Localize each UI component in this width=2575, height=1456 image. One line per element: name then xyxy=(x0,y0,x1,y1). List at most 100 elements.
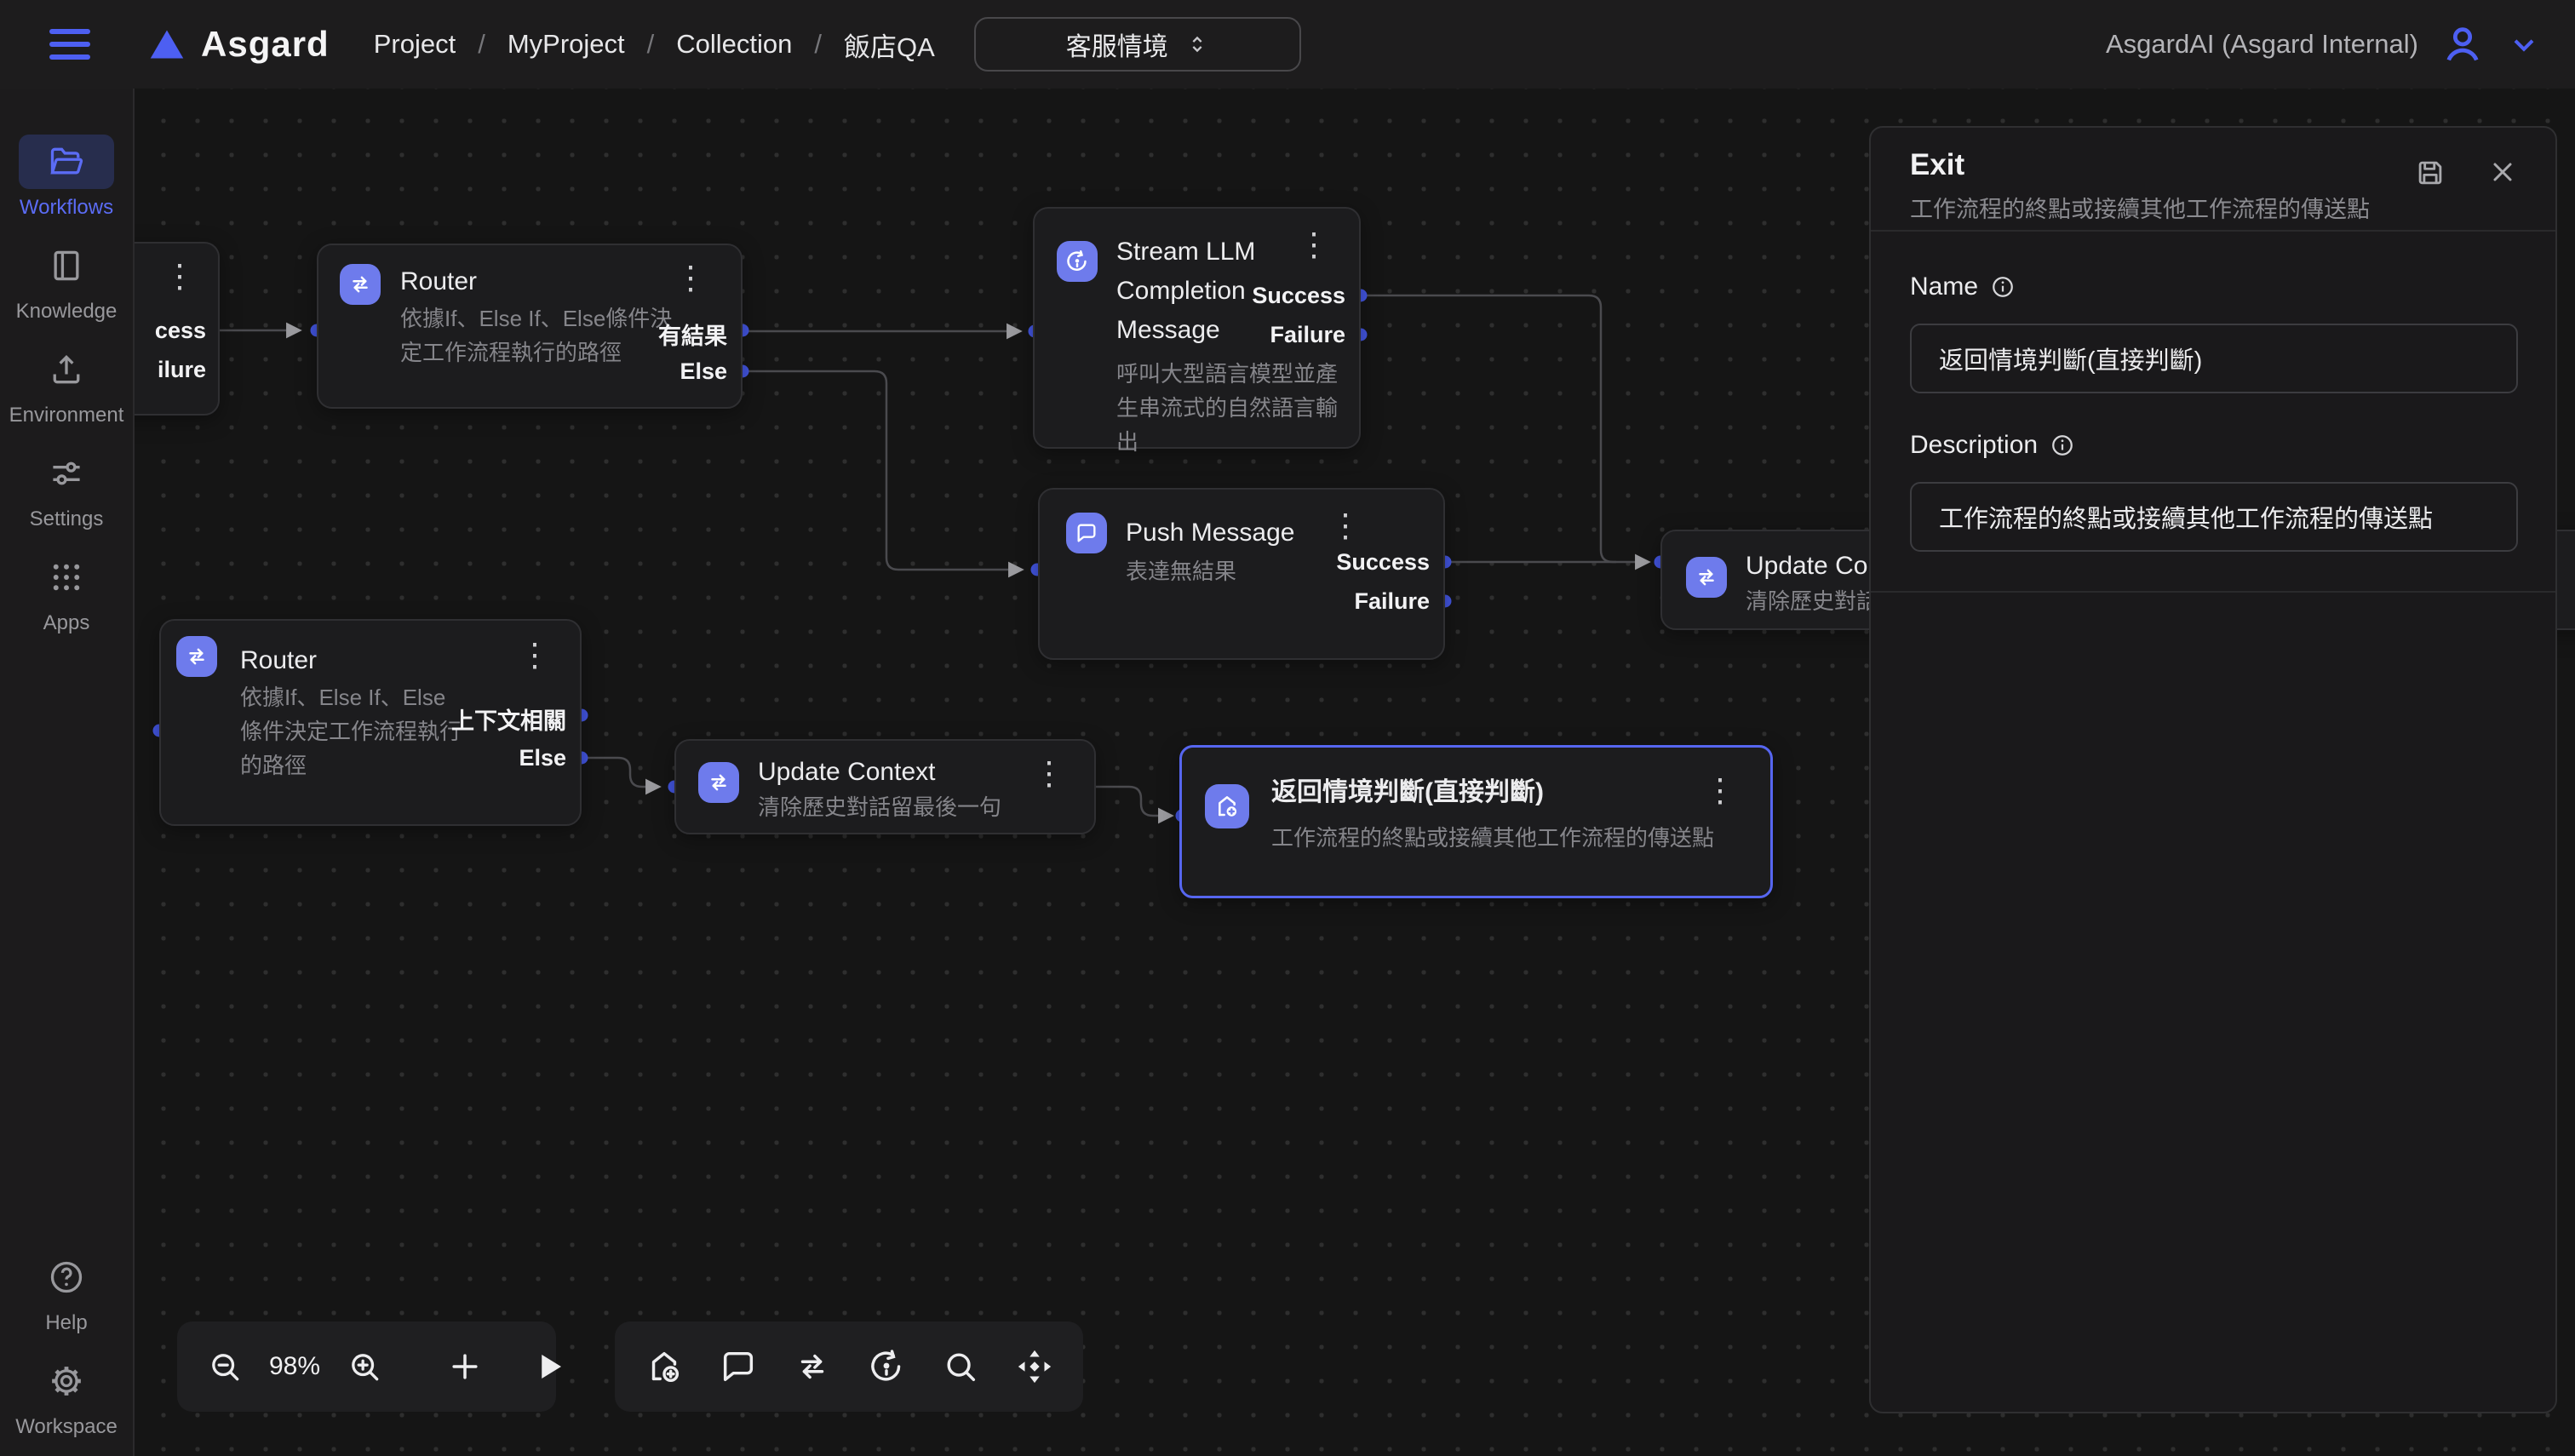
sidebar-item-label: Settings xyxy=(29,507,104,530)
info-icon xyxy=(2052,435,2073,456)
zoom-out-icon[interactable] xyxy=(206,1348,244,1385)
zoom-in-icon[interactable] xyxy=(346,1348,383,1385)
node-description: 清除歷史對話留最後一句 xyxy=(758,794,1002,820)
info-icon xyxy=(1993,277,2013,297)
node-description: 依據If、Else If、Else條件決定工作流程執行的路徑 xyxy=(240,685,462,778)
sidebar-item-label: Workspace xyxy=(15,1415,118,1438)
node-output-label: Success xyxy=(1252,283,1345,308)
panel-title: Exit xyxy=(1910,148,1965,181)
stream-icon xyxy=(1067,250,1087,271)
node-description: 表達無結果 xyxy=(1126,559,1237,584)
node-title: Router xyxy=(240,646,318,674)
node-router-2[interactable]: Router 依據If、Else If、Else條件決定工作流程執行的路徑 ⋮ … xyxy=(159,619,582,826)
node-exit-selected[interactable]: 返回情境判斷(直接判斷) 工作流程的終點或接續其他工作流程的傳送點 ⋮ xyxy=(1179,745,1773,898)
triangle-logo-icon xyxy=(150,30,184,59)
exit-node-tool-icon[interactable] xyxy=(645,1347,684,1386)
environment-select[interactable]: 客服情境 xyxy=(973,17,1301,72)
name-field-label: Name xyxy=(1910,272,2516,301)
node-menu-icon[interactable]: ⋮ xyxy=(674,261,707,296)
node-output-label: Else xyxy=(680,358,727,384)
exit-icon xyxy=(1219,796,1237,817)
node-menu-icon[interactable]: ⋮ xyxy=(163,259,196,295)
stream-tool-icon[interactable] xyxy=(867,1347,906,1386)
sidebar-item-workflows[interactable]: Workflows xyxy=(14,135,118,220)
router-tool-icon[interactable] xyxy=(793,1347,832,1386)
sidebar-item-environment[interactable]: Environment xyxy=(9,342,123,427)
upload-icon xyxy=(53,354,80,384)
sidebar-item-apps[interactable]: Apps xyxy=(14,550,118,635)
search-tool-icon[interactable] xyxy=(941,1347,980,1386)
panel-subtitle: 工作流程的終點或接續其他工作流程的傳送點 xyxy=(1910,197,2370,222)
message-tool-icon[interactable] xyxy=(719,1347,758,1386)
node-output-label: Success xyxy=(1336,549,1430,575)
update-context-icon xyxy=(1699,569,1714,586)
description-field-label: Description xyxy=(1910,431,2516,460)
menu-icon[interactable] xyxy=(49,29,90,60)
sidebar-item-workspace[interactable]: Workspace xyxy=(14,1354,118,1439)
run-workflow-button[interactable] xyxy=(531,1349,567,1384)
sidebar-item-settings[interactable]: Settings xyxy=(14,446,118,531)
node-description: 清除歷史對話 xyxy=(1746,588,1879,614)
router-icon xyxy=(353,276,368,293)
node-title: Update Context xyxy=(758,758,936,786)
breadcrumb-collection[interactable]: Collection xyxy=(676,29,793,59)
node-output-label: Failure xyxy=(1354,588,1430,614)
account-label: AsgardAI (Asgard Internal) xyxy=(2105,29,2418,59)
sidebar-item-help[interactable]: Help xyxy=(14,1250,118,1335)
breadcrumb-separator: / xyxy=(814,29,822,59)
user-icon[interactable] xyxy=(2440,22,2485,66)
close-icon[interactable] xyxy=(2487,157,2518,193)
node-menu-icon[interactable]: ⋮ xyxy=(1298,227,1330,263)
add-node-button[interactable] xyxy=(446,1348,484,1385)
sidebar-item-label: Help xyxy=(45,1311,88,1334)
node-toolbar xyxy=(615,1321,1083,1412)
sliders-icon xyxy=(53,461,80,485)
message-bubble-icon xyxy=(1077,524,1096,542)
zoom-level: 98% xyxy=(269,1352,321,1380)
node-update-context[interactable]: Update Context 清除歷史對話留最後一句 ⋮ xyxy=(674,739,1096,834)
node-router-1[interactable]: Router 依據If、Else If、Else條件決定工作流程執行的路徑 ⋮ … xyxy=(317,244,743,409)
top-navbar: Asgard Project / MyProject / Collection … xyxy=(0,0,2575,89)
description-input[interactable] xyxy=(1910,482,2518,552)
node-truncated[interactable]: ⋮ cess ilure xyxy=(135,242,220,416)
folder-icon xyxy=(50,147,83,175)
sidebar-item-label: Apps xyxy=(43,611,90,634)
node-menu-icon[interactable]: ⋮ xyxy=(519,638,551,674)
move-tool-icon[interactable] xyxy=(1015,1347,1054,1386)
gear-icon xyxy=(52,1367,81,1396)
help-icon xyxy=(50,1261,83,1293)
node-menu-icon[interactable]: ⋮ xyxy=(1704,773,1736,809)
sidebar-item-label: Knowledge xyxy=(15,300,118,323)
node-stream-llm[interactable]: Stream LLM Completion Message 呼叫大型語言模型並產… xyxy=(1033,207,1361,455)
node-title: Router xyxy=(400,267,478,295)
breadcrumb-current[interactable]: 飯店QA xyxy=(844,32,935,62)
panel-header: Exit 工作流程的終點或接續其他工作流程的傳送點 xyxy=(1871,128,2555,232)
node-title: Update Cor xyxy=(1746,552,1877,580)
node-menu-icon[interactable]: ⋮ xyxy=(1329,508,1362,544)
apps-grid-icon xyxy=(53,564,80,591)
node-menu-icon[interactable]: ⋮ xyxy=(2566,550,2575,582)
node-title: 返回情境判斷(直接判斷) xyxy=(1271,778,1544,806)
node-output-label: 上下文相關 xyxy=(451,708,566,734)
node-output-label: ilure xyxy=(157,357,206,382)
save-icon[interactable] xyxy=(2414,157,2446,193)
book-icon xyxy=(54,250,79,281)
breadcrumb-myproject[interactable]: MyProject xyxy=(507,29,625,59)
node-title: Stream LLM Completion Message xyxy=(1116,238,1256,344)
breadcrumb-separator: / xyxy=(478,29,485,59)
node-menu-icon[interactable]: ⋮ xyxy=(1033,756,1065,792)
left-sidebar: Workflows Knowledge Environment Settings… xyxy=(0,89,135,1456)
sidebar-item-knowledge[interactable]: Knowledge xyxy=(14,238,118,324)
sidebar-item-label: Environment xyxy=(9,404,124,427)
sidebar-item-label: Workflows xyxy=(19,196,114,219)
description-label-text: Description xyxy=(1910,431,2039,459)
breadcrumb-project[interactable]: Project xyxy=(373,29,456,59)
chevron-down-icon[interactable] xyxy=(2507,27,2541,61)
brand-name: Asgard xyxy=(201,24,330,64)
breadcrumb-separator: / xyxy=(646,29,655,59)
zoom-toolbar: 98% xyxy=(177,1321,562,1412)
name-input[interactable] xyxy=(1910,324,2518,393)
edge-lines xyxy=(204,294,1651,824)
node-output-label: cess xyxy=(154,318,206,343)
node-push-message[interactable]: Push Message 表達無結果 ⋮ Success Failure xyxy=(1038,488,1445,660)
